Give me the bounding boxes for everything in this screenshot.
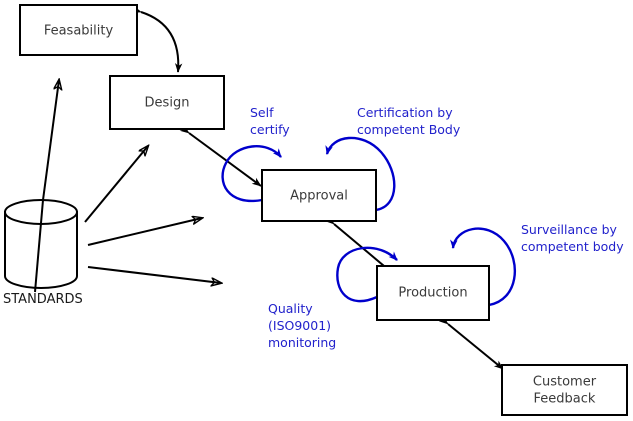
node-customer-feedback[interactable]: Customer Feedback (501, 364, 628, 416)
node-production-box[interactable] (376, 265, 490, 321)
node-feasability[interactable]: Feasability (19, 4, 138, 56)
node-approval[interactable]: Approval (261, 169, 377, 222)
node-production[interactable]: Production (376, 265, 490, 321)
annotation-quality-line2: (ISO9001) (268, 318, 331, 333)
node-customer-feedback-label-line1: Customer (533, 375, 597, 390)
node-customer-feedback-label-line2: Feedback (534, 392, 596, 407)
annotation-surveillance-line1: Surveillance by (521, 222, 618, 237)
annotation-certification-line2: competent Body (357, 122, 461, 137)
annotation-quality-line3: monitoring (268, 335, 336, 350)
data-store-standards-label: STANDARDS (3, 292, 83, 307)
loop-approval-self-certify (221, 145, 282, 203)
annotation-certification-by-competent-body: Certification by competent Body (357, 105, 461, 137)
annotation-surveillance-line2: competent body (521, 239, 624, 254)
flow-production-customer-feedback (438, 315, 504, 370)
flow-standards-to-approval (87, 218, 202, 246)
loop-approval-certification (325, 136, 396, 212)
annotation-certification-line1: Certification by (357, 105, 453, 120)
annotation-surveillance-by-competent-body: Surveillance by competent body (521, 222, 624, 254)
node-approval-box[interactable] (261, 169, 377, 222)
flow-design-approval (179, 124, 262, 187)
node-feasability-box[interactable] (19, 4, 138, 56)
annotation-quality-line1: Quality (268, 301, 313, 316)
node-design[interactable]: Design (109, 75, 225, 130)
node-feasability-label: Feasability (44, 24, 114, 39)
annotation-self-certify: Self certify (250, 105, 290, 137)
node-design-box[interactable] (109, 75, 225, 130)
loop-production-quality (336, 246, 398, 303)
flow-standards-to-production (87, 266, 221, 283)
node-design-label: Design (145, 96, 190, 111)
flow-standards-to-feasability (34, 80, 59, 293)
flow-standards-to-design (84, 146, 148, 223)
cylinder-body (4, 211, 78, 289)
annotation-quality-iso9001-monitoring: Quality (ISO9001) monitoring (268, 301, 336, 350)
node-production-label: Production (398, 286, 467, 301)
annotation-self-certify-line1: Self (250, 105, 274, 120)
data-store-standards (4, 199, 78, 289)
loop-production-surveillance (450, 227, 517, 307)
flow-feasability-design (131, 5, 183, 73)
node-customer-feedback-box[interactable] (501, 364, 628, 416)
annotation-self-certify-line2: certify (250, 122, 290, 137)
node-approval-label: Approval (290, 189, 348, 204)
